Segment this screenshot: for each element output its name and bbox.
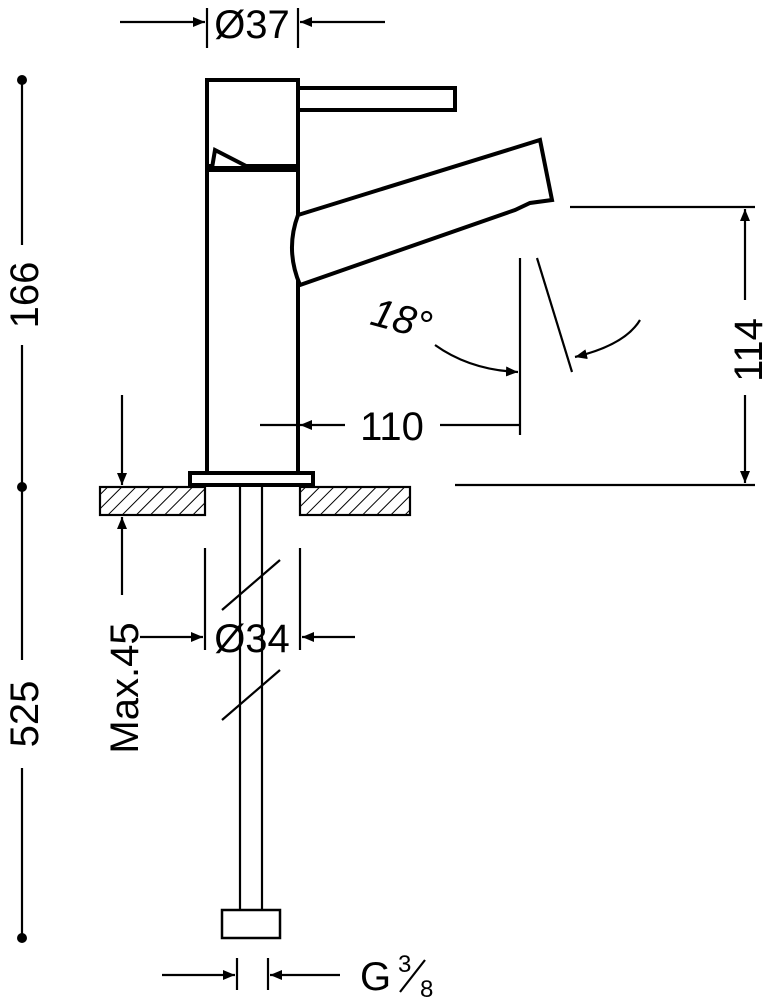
supply-pipe xyxy=(220,485,282,940)
dimension-total-height: 166 525 xyxy=(3,75,47,943)
countertop xyxy=(98,485,412,517)
spout-height-label: 114 xyxy=(727,318,767,382)
max-thickness-label: Max.45 xyxy=(103,622,147,753)
faucet-body xyxy=(188,78,555,487)
spout-angle-label: 18° xyxy=(366,290,436,348)
top-diameter-label: Ø37 xyxy=(214,3,290,47)
dimension-max-thickness: Max.45 xyxy=(103,395,147,754)
height-525-label: 525 xyxy=(3,681,47,748)
connection-fraction-numerator: 3 xyxy=(398,951,411,978)
connection-label: G xyxy=(360,955,391,999)
dimension-top-diameter: Ø37 xyxy=(120,3,385,48)
dimension-hole-diameter: Ø34 xyxy=(140,548,355,661)
spout-reach-label: 110 xyxy=(360,405,424,449)
connection-fraction-denominator: 8 xyxy=(420,976,433,1000)
dimension-spout-reach: 110 xyxy=(260,258,522,449)
hole-diameter-label: Ø34 xyxy=(214,617,290,661)
dimension-spout-angle: 18° xyxy=(366,257,641,377)
dimension-connection: G 3 8 xyxy=(162,951,433,1000)
dimension-spout-height: 114 xyxy=(455,205,767,487)
height-166-label: 166 xyxy=(3,262,47,329)
